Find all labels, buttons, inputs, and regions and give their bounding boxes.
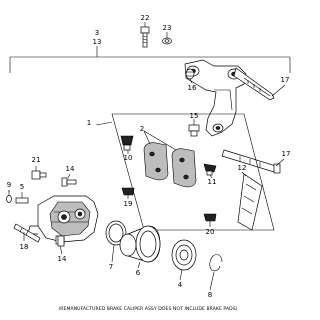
footnote-text: (REMANUFACTURED BRAKE CALIPER ASSY DOES … [58,307,238,312]
caliper-bracket [184,59,275,137]
caliper-body [27,195,99,245]
callout-17-upper: 17 [281,76,290,84]
callout-15: 15 [190,112,199,120]
bleed-screw-14-upper [61,177,77,187]
callout-labels: 22 23 3 13 17 16 1 15 17 2 10 11 12 19 2… [7,14,291,299]
callout-1: 1 [87,119,91,127]
callout-8: 8 [208,291,212,299]
callout-18: 18 [20,243,29,251]
clip-20 [203,213,217,222]
callout-23: 23 [163,24,172,32]
washer-23 [162,37,172,45]
callout-17-lower: 17 [282,150,291,158]
brake-pad-left [143,142,169,181]
callout-9: 9 [7,181,11,189]
callout-22: 22 [141,14,150,22]
callout-6: 6 [136,269,141,277]
callout-5: 5 [20,183,24,191]
callout-21: 21 [32,156,41,164]
clip-19 [121,187,135,196]
brake-pad-right [171,148,197,188]
anti-rattle-spring [237,173,263,231]
pad-shim-11 [203,163,217,176]
bleed-screw-14-lower [57,235,65,247]
bolt-22 [140,26,150,48]
leader-lines [8,22,286,291]
guide-pin-18 [13,223,41,243]
callout-16: 16 [188,84,197,92]
brake-caliper-exploded-diagram: 22 23 3 13 17 16 1 15 17 2 10 11 12 19 2… [6,14,291,299]
bleeder-cap-5 [15,193,29,204]
callout-19: 19 [124,200,133,208]
callout-2: 2 [140,125,144,133]
retaining-ring-8 [209,254,223,272]
callout-12: 12 [238,164,247,172]
callout-20: 20 [206,228,215,236]
bleeder-9 [6,190,12,203]
callout-7: 7 [109,263,113,271]
callout-14-upper: 14 [66,165,75,173]
callout-13: 13 [93,38,102,46]
pin-bolt-12 [221,149,281,174]
boot-16 [185,68,195,80]
callout-4: 4 [178,281,183,289]
part-15 [188,124,200,137]
callout-3: 3 [95,29,99,37]
callout-10: 10 [124,154,133,162]
pad-clip-10 [120,135,134,151]
guide-pin-21 [31,170,47,180]
piston-6 [119,225,161,263]
dust-boot-4 [171,239,197,271]
callout-14-lower: 14 [58,255,67,263]
assembly-bracket-3-13 [9,46,291,73]
callout-11: 11 [208,178,217,186]
